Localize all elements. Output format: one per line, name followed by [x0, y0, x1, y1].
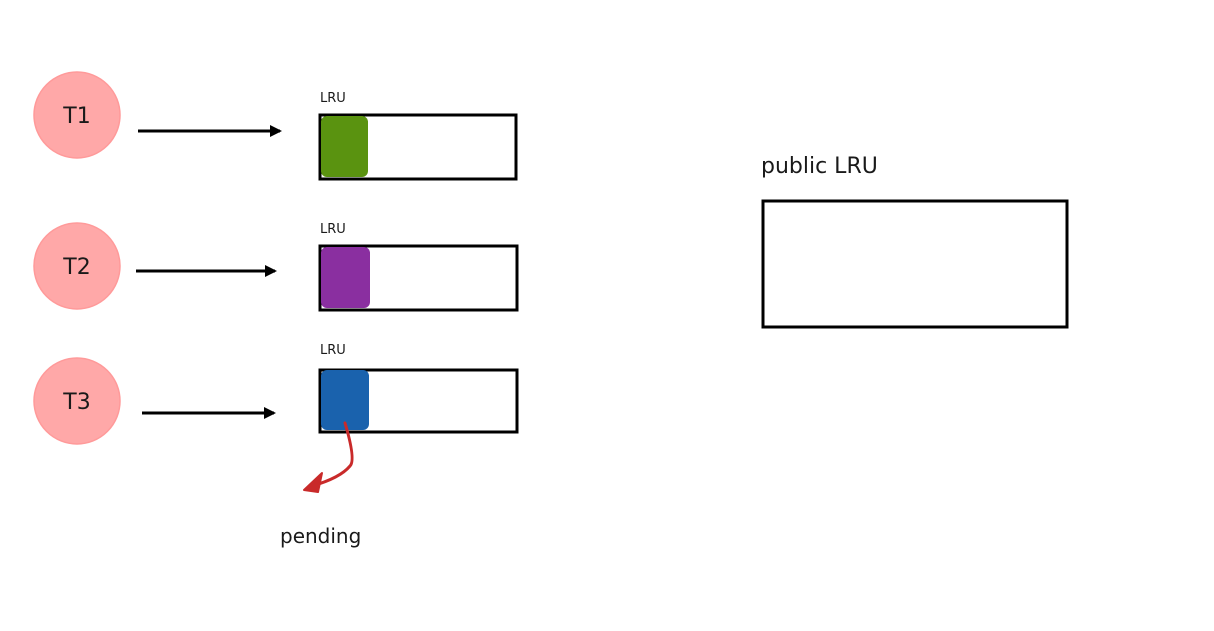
- thread-node-t3[interactable]: [33, 357, 121, 445]
- thread-node-t2[interactable]: [33, 222, 121, 310]
- pending-arrow-head: [303, 472, 323, 493]
- pending-label: pending: [280, 524, 361, 548]
- public-lru-label: public LRU: [761, 154, 878, 179]
- lru-entry-t3[interactable]: [321, 370, 369, 430]
- thread-row-t2: T2 LRU: [33, 222, 519, 312]
- lru-entry-t1[interactable]: [321, 116, 368, 177]
- lru-queue-t1: [318, 113, 518, 181]
- lru-label-t3: LRU: [320, 343, 346, 358]
- lru-label-t2: LRU: [320, 222, 346, 237]
- lru-entry-t2[interactable]: [321, 247, 370, 308]
- public-lru-queue[interactable]: [761, 199, 1069, 329]
- lru-label-t1: LRU: [320, 91, 346, 106]
- thread-label-t2: T2: [62, 255, 90, 280]
- thread-row-t3: T3 LRU pending: [33, 343, 519, 548]
- pending-arrow: [310, 421, 354, 488]
- thread-node-t1[interactable]: [33, 71, 121, 159]
- thread-label-t1: T1: [62, 104, 90, 129]
- lru-queue-t2: [318, 244, 519, 312]
- thread-label-t3: T3: [62, 390, 90, 415]
- thread-row-t1: T1 LRU: [33, 71, 518, 181]
- lru-queue-t3: [318, 368, 519, 434]
- public-lru-group: public LRU: [761, 154, 1069, 329]
